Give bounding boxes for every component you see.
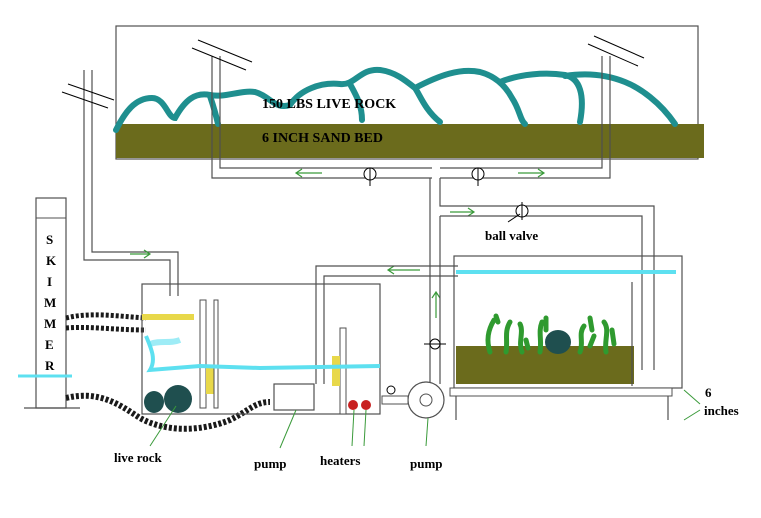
skimmer-letter-r: R — [45, 358, 55, 373]
refugium-return — [315, 265, 458, 384]
heater-pointer-2 — [363, 409, 367, 447]
refugium — [449, 255, 683, 420]
sump-heater-yellow — [332, 356, 340, 386]
return-pump-impeller — [419, 393, 433, 407]
macroalgae-5 — [577, 315, 597, 355]
skimmer: S K I M M E R — [18, 197, 80, 409]
center-drain-hatch — [191, 39, 253, 71]
live-rock-pointer — [149, 405, 177, 447]
skimmer-body — [35, 197, 67, 409]
live-rock-arch-middle — [412, 67, 528, 127]
live-rock-pillar-1 — [207, 93, 221, 127]
left-drain-pipe — [91, 70, 179, 296]
ball-valve-pointer — [507, 213, 521, 223]
ball-valve-label: ball valve — [485, 228, 538, 243]
right-drain-pipe-inner — [440, 56, 611, 179]
skimmer-hoses — [65, 312, 271, 432]
center-drain-pipe-inner — [219, 56, 432, 169]
overflow-drains — [61, 35, 645, 296]
return-pump-pointer — [425, 417, 429, 447]
sump — [141, 283, 381, 415]
sump-pump-caption: pump — [254, 456, 287, 471]
display-tank: 150 LBS LIVE ROCK 6 INCH SAND BED — [113, 25, 704, 160]
arrow-refugium-feed-icon — [450, 207, 476, 217]
heater-pointer-1 — [351, 409, 355, 447]
right-drain-pipe — [440, 56, 603, 169]
return-pump-caption: pump — [410, 456, 443, 471]
sump-baffle-1 — [199, 299, 207, 409]
flow-arrows — [130, 168, 546, 318]
sump-heater-baffle — [339, 327, 347, 415]
six-caption: 6 — [705, 385, 712, 400]
live-rock-caption: live rock — [114, 450, 163, 465]
display-tank-outline — [115, 25, 699, 160]
arrow-right-icon — [518, 168, 546, 178]
sump-baffle-2 — [213, 299, 219, 409]
refugium-live-rock — [545, 330, 571, 354]
sump-baffle-yellow — [206, 368, 214, 394]
live-rock-pillar-2 — [347, 81, 365, 123]
refugium-feed-pipe — [439, 178, 655, 370]
skimmer-letter-m1: M — [44, 295, 56, 310]
inches-caption: inches — [704, 403, 739, 418]
arrow-sump-inlet-icon — [130, 249, 152, 259]
sump-pump-pointer — [279, 409, 297, 449]
sump-baffle-top — [142, 314, 194, 320]
skimmer-letter-k: K — [46, 253, 57, 268]
sump-water-bubble — [148, 337, 182, 347]
skimmer-hose-top — [65, 312, 147, 321]
sand-bed-label: 6 INCH SAND BED — [262, 131, 383, 146]
return-pump-intake — [381, 395, 409, 405]
skimmer-letter-s: S — [46, 232, 53, 247]
center-drain-pipe — [211, 56, 432, 179]
return-pump — [381, 381, 445, 419]
sand-depth-pointer-bottom — [683, 409, 701, 421]
refugium-return-pipe-inner — [323, 275, 458, 384]
heaters-caption: heaters — [320, 453, 360, 468]
macroalgae-6 — [601, 319, 617, 355]
return-plumbing: ball valve — [424, 178, 655, 384]
sump-pump-icon — [273, 383, 315, 411]
sand-depth-pointer-top — [683, 389, 701, 405]
macroalgae-4 — [537, 315, 549, 355]
arrow-left-icon — [294, 168, 322, 178]
left-drain-hatch — [61, 83, 115, 109]
skimmer-letter-i: I — [47, 274, 52, 289]
macroalgae-1 — [485, 313, 501, 355]
sump-live-rock-2 — [164, 385, 192, 413]
skimmer-letter-e: E — [45, 337, 54, 352]
live-rock-arch-far-right — [562, 71, 678, 127]
manifold-valves — [363, 167, 485, 186]
arrow-refugium-return-icon — [386, 265, 420, 275]
refugium-feed-pipe-inner — [440, 215, 643, 370]
heater-2-icon — [361, 400, 371, 410]
skimmer-hose-middle — [65, 324, 147, 333]
live-rock-arch-left — [113, 66, 443, 133]
display-sand-bed — [116, 124, 704, 158]
label-pointers — [149, 389, 701, 449]
heater-1-icon — [348, 400, 358, 410]
right-drain-hatch — [587, 35, 645, 67]
sump-live-rock-1 — [144, 391, 164, 413]
skimmer-hose-bottom — [65, 392, 271, 432]
macroalgae-3 — [517, 321, 531, 355]
left-drain-pipe-inner — [83, 70, 171, 296]
refugium-return-pipe-outer — [315, 265, 458, 384]
sump-water-line — [144, 335, 381, 373]
sump-outline — [141, 283, 381, 415]
macroalgae-2 — [503, 319, 513, 355]
arrow-pump-up-icon — [431, 290, 441, 318]
refugium-stand-top — [449, 387, 673, 397]
return-pump-valve-icon — [386, 385, 396, 395]
live-rock-label: 150 LBS LIVE ROCK — [262, 97, 396, 112]
skimmer-letter-m2: M — [44, 316, 56, 331]
